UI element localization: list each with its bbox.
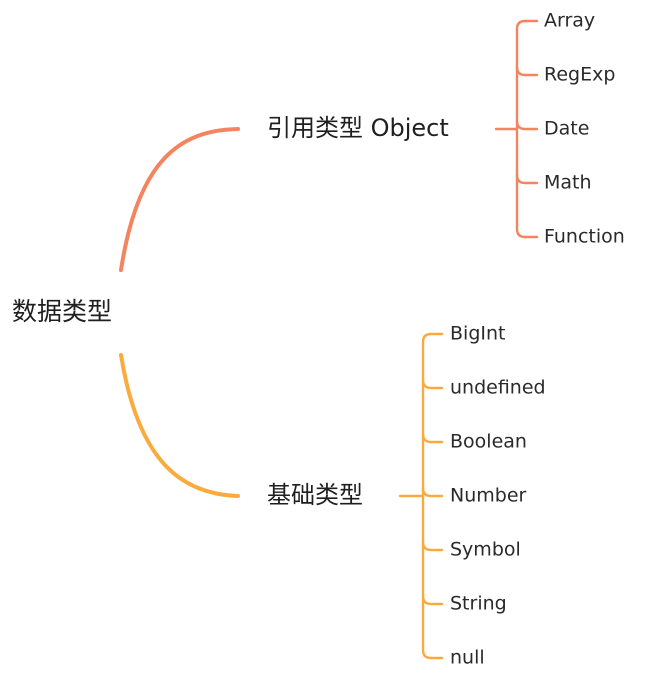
primitive-leaf-label: Symbol	[450, 539, 521, 561]
reference-branch-label: 引用类型 Object	[267, 114, 449, 142]
primitive-leaf-connector	[421, 594, 444, 606]
primitive-leaf-label: String	[450, 593, 507, 615]
reference-leaf-label: Math	[544, 172, 592, 194]
primitive-leaf-connector	[421, 432, 444, 444]
primitive-leaf-label: undefined	[450, 377, 546, 399]
primitive-leaf-label: null	[450, 647, 485, 669]
primitive-leaf-label: Boolean	[450, 431, 527, 453]
primitive-leaf-label: Number	[450, 485, 527, 507]
reference-branch-curve	[119, 127, 240, 272]
reference-leaf-label: Date	[544, 118, 589, 140]
primitive-branch-label: 基础类型	[267, 481, 363, 509]
reference-leaf-label: Function	[544, 226, 625, 248]
reference-bracket-trunk	[515, 19, 527, 239]
reference-leaf-connector	[515, 119, 539, 131]
root-node-label: 数据类型	[12, 297, 112, 326]
primitive-leaf-label: BigInt	[450, 323, 505, 345]
primitive-leaf-connector	[421, 540, 444, 552]
primitive-leaf-connector	[421, 378, 444, 390]
labels-layer: 数据类型 引用类型 Object ArrayRegExpDateMathFunct…	[12, 10, 625, 669]
reference-leaf-connector	[515, 65, 539, 77]
reference-leaf-connector	[515, 173, 539, 185]
primitive-branch-curve	[119, 353, 240, 498]
reference-leaf-label: RegExp	[544, 64, 615, 86]
connectors-layer	[119, 19, 539, 660]
reference-leaf-label: Array	[544, 10, 595, 32]
primitive-leaf-connector	[421, 486, 444, 498]
primitive-bracket-trunk	[421, 332, 433, 660]
